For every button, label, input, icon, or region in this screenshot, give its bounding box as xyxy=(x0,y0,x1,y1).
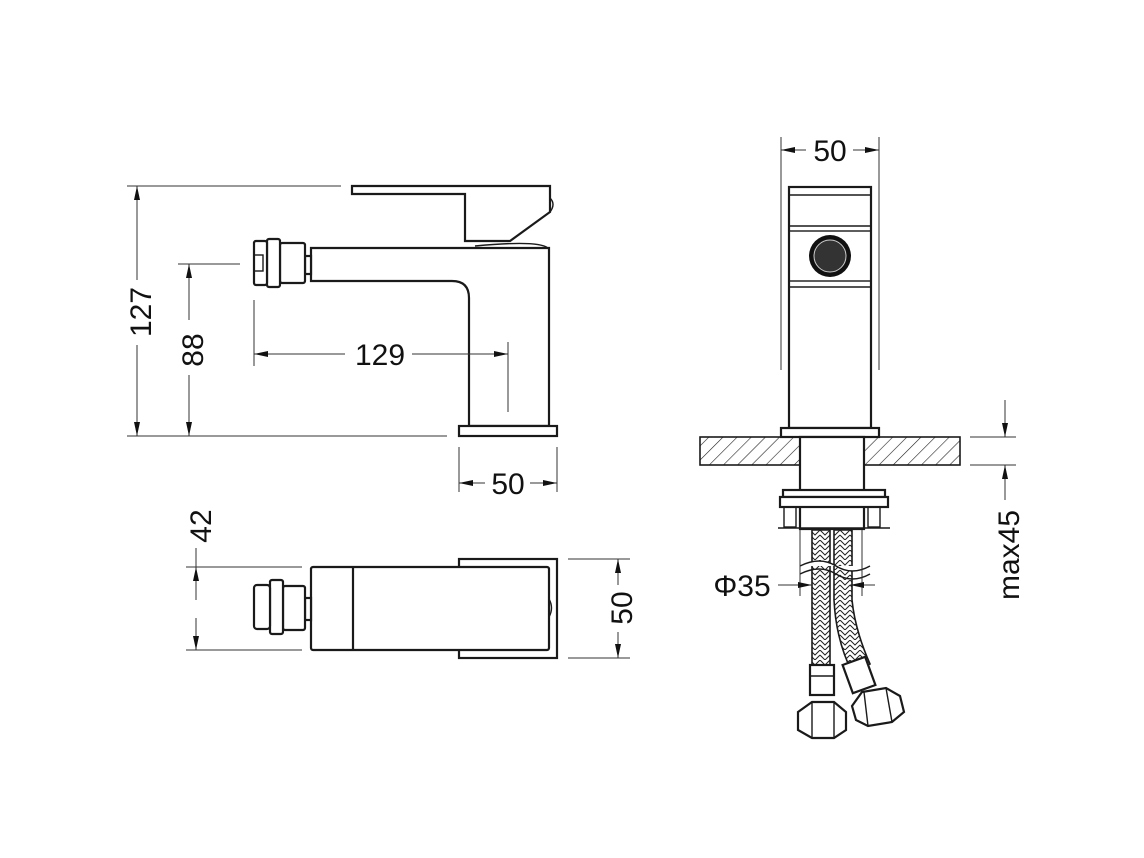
dim-reach-129: 129 xyxy=(355,339,405,372)
side-dimensions: 127 88 129 50 xyxy=(125,185,558,501)
lever-button xyxy=(549,197,554,213)
front-base-plate xyxy=(779,426,881,439)
lever-handle xyxy=(350,184,552,243)
threaded-shank xyxy=(798,435,866,531)
countertop-section xyxy=(699,436,961,466)
dim-front-50: 50 xyxy=(813,135,846,168)
fixing-nut xyxy=(778,488,890,529)
spout-body xyxy=(309,246,551,428)
flexible-hoses xyxy=(796,529,906,740)
side-faucet-body xyxy=(252,184,559,438)
dim-base-50: 50 xyxy=(491,468,524,501)
aerator xyxy=(252,237,313,289)
dim-height-88: 88 xyxy=(177,333,210,366)
top-body xyxy=(309,565,551,652)
hose-nut-right xyxy=(850,686,906,728)
top-aerator xyxy=(252,578,313,636)
hose-nut-left xyxy=(796,700,848,740)
front-body xyxy=(787,185,873,430)
top-view: 42 50 xyxy=(185,509,639,660)
front-view: 50 xyxy=(699,135,1026,740)
dim-aerator-42: 42 xyxy=(185,509,218,542)
base-plate xyxy=(457,424,559,438)
side-view: 127 88 129 50 xyxy=(125,184,559,501)
dim-height-127: 127 xyxy=(125,287,158,337)
dim-top-50: 50 xyxy=(606,591,639,624)
dim-hose-diameter: Φ35 xyxy=(713,570,770,603)
dim-counter-max45: max45 xyxy=(993,510,1026,600)
